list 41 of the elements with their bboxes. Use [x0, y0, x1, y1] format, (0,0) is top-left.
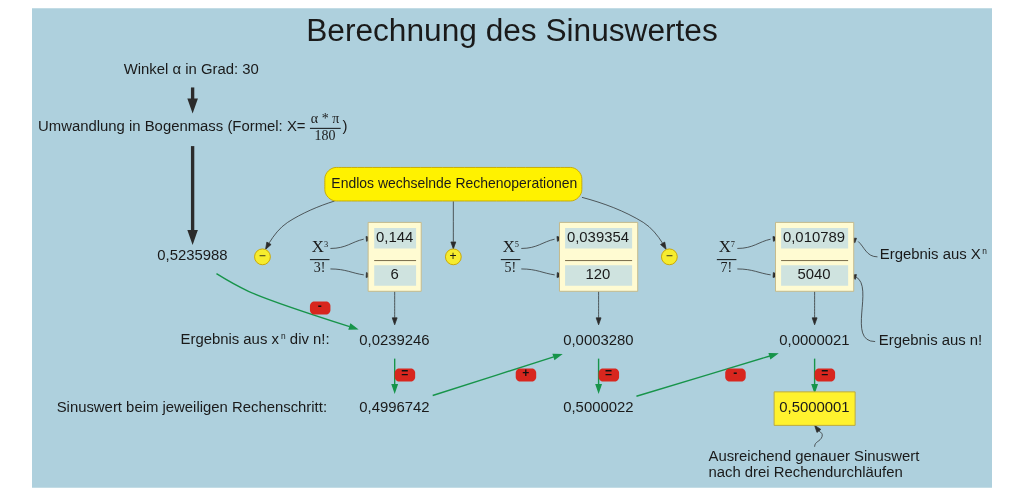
node-box: Endlos wechselnde Rechenoperationen: [323, 167, 582, 202]
label: Ergebnis aus x$^{n}$ div n!:: [180, 331, 330, 348]
node-circle: −: [253, 248, 271, 266]
arrow: [431, 353, 563, 397]
edge-label: =: [400, 366, 408, 381]
node-text: X$^{7}$ 7!: [718, 236, 735, 275]
arrow: [810, 357, 818, 394]
arrow: [581, 197, 666, 250]
arrow: [390, 357, 398, 394]
node-circle: −: [660, 248, 678, 266]
edge-label: -: [732, 366, 737, 381]
edge-label: =: [820, 366, 828, 381]
arrow: [264, 200, 335, 250]
arrow: [450, 200, 456, 250]
edge-label: =: [604, 366, 612, 381]
node-text: 0,5000022: [562, 399, 634, 416]
label: Sinuswert beim jeweiligen Rechenschritt:: [56, 399, 327, 416]
node-text: 0,0003280: [562, 332, 634, 349]
edge-label: +: [521, 366, 529, 381]
node-text: Ergebnis aus X$^{n}$: [879, 246, 987, 263]
diagram-title: Berechnung des Sinuswertes: [305, 12, 718, 49]
arrow: [811, 290, 817, 326]
node-text: X$^{5}$ 5!: [502, 236, 519, 275]
node-text: X$^{3}$ 3!: [311, 236, 328, 275]
arrow: [186, 146, 198, 245]
node-text: 0,0000021: [778, 332, 850, 349]
node-text: 0,0239246: [358, 332, 430, 349]
node-text: 0,5235988: [156, 247, 228, 264]
arrow: [813, 425, 823, 448]
node-text: Ausreichend genauer Sinuswert nach drei Rechendurchläufen: [707, 447, 919, 481]
edge-label: -: [317, 299, 322, 314]
node-circle: +: [444, 248, 462, 266]
node-text: Ergebnis aus n!: [878, 332, 982, 349]
arrow: [594, 357, 602, 394]
node-text: Winkel α in Grad: 30: [123, 61, 259, 78]
node-text: 0,4996742: [358, 399, 430, 416]
arrow: [635, 352, 779, 397]
arrow: [391, 290, 397, 326]
arrow: [215, 272, 359, 330]
node-box: 0,5000001: [773, 391, 856, 426]
arrow: [595, 290, 601, 326]
